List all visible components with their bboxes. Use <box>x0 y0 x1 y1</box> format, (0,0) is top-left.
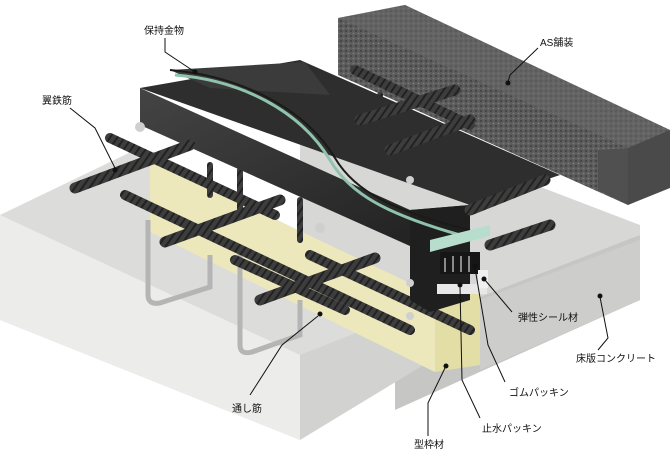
label-wing-rebar: 翼鉄筋 <box>42 94 72 107</box>
label-floor-concrete: 床版コンクリート <box>576 352 656 365</box>
as-pavement-block <box>338 5 670 205</box>
label-formwork: 型枠材 <box>414 438 444 451</box>
u-bolts <box>145 220 303 356</box>
label-elastic-seal: 弾性シール材 <box>518 311 578 324</box>
label-as-pavement: AS舗装 <box>540 36 573 49</box>
joint-body <box>135 60 560 320</box>
label-rubber-packing: ゴムパッキン <box>509 386 569 399</box>
label-through-rebar: 通し筋 <box>232 402 262 415</box>
formwork-panel <box>150 160 480 372</box>
label-water-stop-packing: 止水パッキン <box>482 423 542 435</box>
label-holder: 保持金物 <box>144 24 184 37</box>
leader-lines <box>69 38 609 436</box>
rebars-front <box>69 84 556 306</box>
